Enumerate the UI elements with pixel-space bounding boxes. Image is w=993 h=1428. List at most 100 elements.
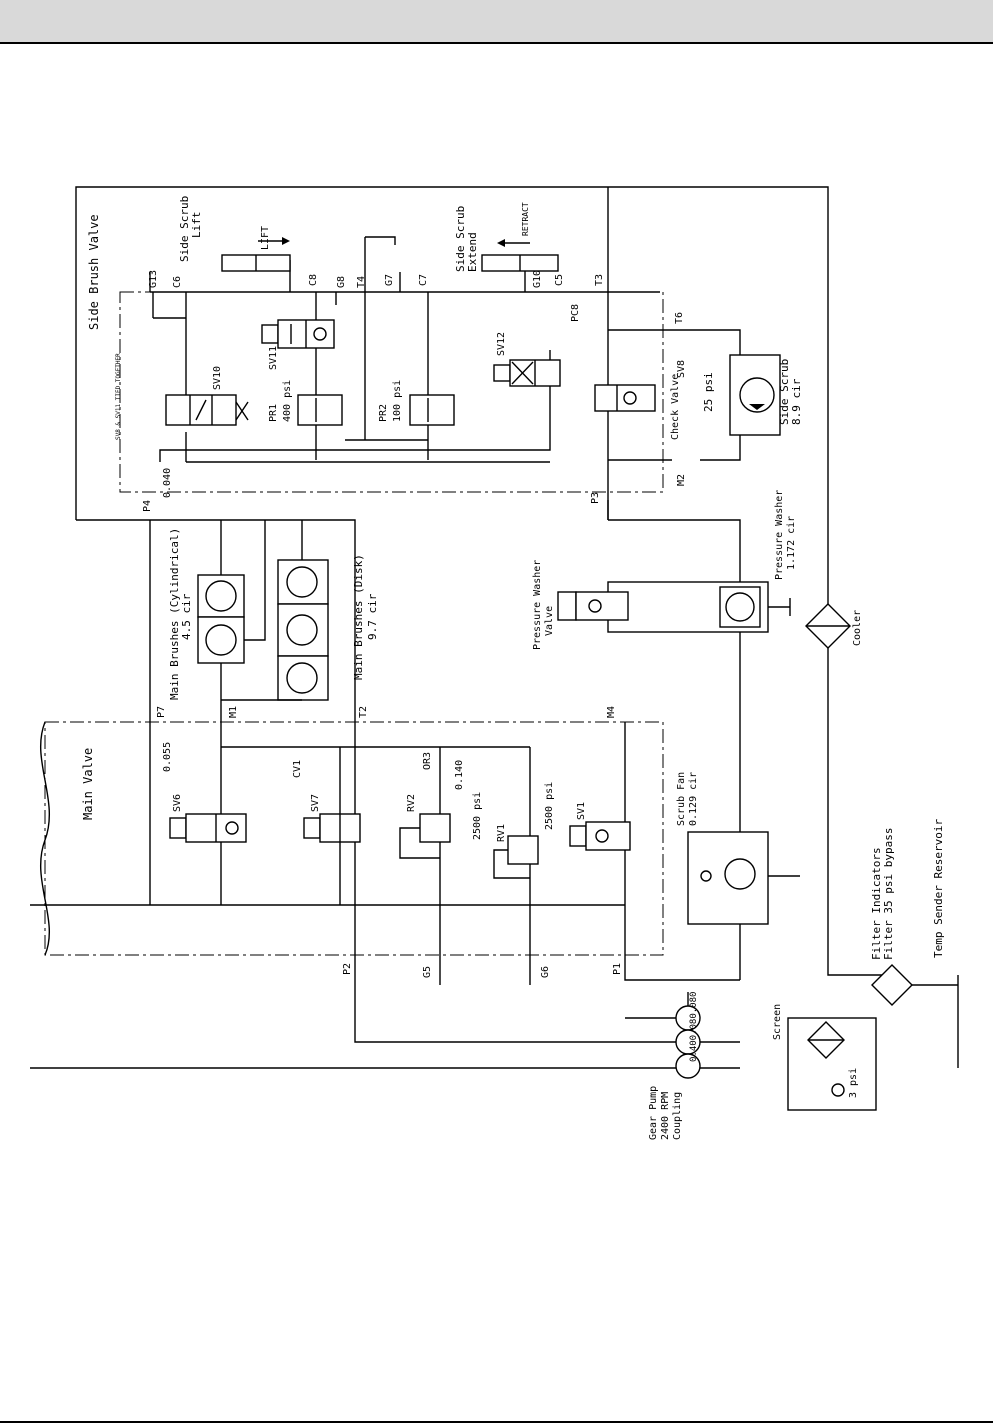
valve-sv11 <box>261 319 335 349</box>
label-main-brushes-cyl-1: Main Brushes (Cylindrical) <box>168 528 181 700</box>
label-filter-indicators-2: Filter 35 psi bypass <box>882 828 895 960</box>
label-pc8: PC8 <box>570 304 581 322</box>
label-m4: M4 <box>606 706 617 718</box>
label-rv1-name: RV1 <box>496 824 507 842</box>
label-main-brushes-cyl-2: 4.5 cir <box>180 593 193 640</box>
label-g5: G5 <box>422 966 433 978</box>
label-main-brushes-disk-1: Main Brushes (Disk) <box>352 554 365 680</box>
valve-rv2 <box>399 813 451 859</box>
valve-sv12 <box>493 359 561 387</box>
label-25psi: 25 psi <box>702 372 715 412</box>
label-p1: P1 <box>612 963 623 975</box>
main-valve-break <box>40 721 50 956</box>
label-side-brush-valve: Side Brush Valve <box>87 214 101 330</box>
label-p4: P4 <box>142 500 153 512</box>
label-rv2-psi: 2500 psi <box>472 792 483 840</box>
label-t2: T2 <box>358 706 369 718</box>
label-scrub-fan-1: Scrub Fan <box>676 772 687 826</box>
label-c5: C5 <box>554 274 565 286</box>
cooler <box>805 603 851 649</box>
side-scrub-extend-cylinder <box>481 239 559 272</box>
label-main-valve: Main Valve <box>81 748 95 820</box>
label-c8: C8 <box>308 274 319 286</box>
gear-pump <box>675 992 701 1079</box>
header-bar <box>0 0 993 44</box>
label-pressure-washer-valve-2: Valve <box>544 606 555 636</box>
label-c7: C7 <box>418 274 429 286</box>
label-3psi: 3 psi <box>848 1068 859 1098</box>
label-screen: Screen <box>772 1004 783 1040</box>
label-m2: M2 <box>676 474 687 486</box>
label-pr1-name: PR1 <box>268 404 279 422</box>
label-check-valve: Check Valve <box>670 374 681 440</box>
label-pressure-washer-2: 1.172 cir <box>786 516 797 570</box>
label-t3: T3 <box>594 274 605 286</box>
valve-sv6 <box>169 813 247 843</box>
valve-sv1 <box>569 821 631 851</box>
label-g8: G8 <box>336 276 347 288</box>
label-gear-pump-2: 2400 RPM <box>660 1092 671 1140</box>
label-side-scrub-lift-2: Lift <box>190 212 203 239</box>
label-pr2-psi: 100 psi <box>392 380 403 422</box>
diagram-labels: Side Brush Valve Side Scrub Lift LIFT Si… <box>81 196 945 1140</box>
label-sv1: SV1 <box>576 802 587 820</box>
scrub-fan-motor <box>687 831 800 925</box>
label-or3: OR3 <box>422 752 433 770</box>
label-gear-pump-1: Gear Pump <box>648 1086 659 1140</box>
footer-rule <box>0 1421 993 1423</box>
valve-sv8 <box>594 384 656 412</box>
label-t6: T6 <box>674 312 685 324</box>
label-main-brushes-disk-2: 9.7 cir <box>366 593 379 640</box>
main-brush-cylindrical-motors <box>197 520 266 905</box>
label-p3: P3 <box>590 492 601 504</box>
label-pressure-washer-1: Pressure Washer <box>774 490 785 580</box>
label-scrub-fan-2: 0.129 cir <box>688 772 699 826</box>
main-valve-piping <box>30 520 740 1069</box>
label-side-scrub-lift-1: Side Scrub <box>178 196 191 262</box>
label-temp-sender: Temp Sender Reservoir <box>932 819 945 958</box>
label-sv8: SV8 <box>676 360 687 378</box>
label-side-scrub-extend-2: Extend <box>466 232 479 272</box>
label-c6: C6 <box>172 276 183 288</box>
label-t4: T4 <box>356 276 367 288</box>
label-g10: G10 <box>532 270 543 288</box>
label-p7: P7 <box>156 706 167 718</box>
label-rv1-psi: 2500 psi <box>544 782 555 830</box>
main-brush-disk-motors <box>221 520 329 701</box>
label-m1: M1 <box>228 706 239 718</box>
label-pr1-psi: 400 psi <box>282 380 293 422</box>
pressure-washer-section <box>557 581 791 981</box>
label-d055: 0.055 <box>162 742 173 772</box>
label-side-scrub-motor-1: Side Scrub <box>778 359 791 425</box>
label-pressure-washer-valve-1: Pressure Washer <box>532 560 543 650</box>
label-sv6: SV6 <box>172 794 183 812</box>
valve-rv1 <box>493 835 539 879</box>
return-filter <box>871 964 959 1068</box>
label-g6: G6 <box>540 966 551 978</box>
label-gear-pump-3: Coupling <box>672 1092 683 1140</box>
label-g13: G13 <box>148 270 159 288</box>
label-lift: LIFT <box>260 226 271 250</box>
valve-sv7 <box>303 813 361 843</box>
side-scrub-lift-cylinder <box>221 237 291 272</box>
label-d040: 0.040 <box>162 468 173 498</box>
label-retract: RETRACT <box>521 202 530 236</box>
label-sv8-sv11-note: SV8 & SV11 TIED TOGETHER <box>115 353 122 440</box>
label-pump-displacement: 0.400.080.080 <box>689 992 699 1062</box>
label-sv10: SV10 <box>212 366 223 390</box>
label-pr2-name: PR2 <box>378 404 389 422</box>
label-d140: 0.140 <box>454 760 465 790</box>
valve-pr2 <box>409 394 455 426</box>
side-brush-valve-boundary <box>119 291 664 493</box>
label-rv2-name: RV2 <box>406 794 417 812</box>
label-sv12: SV12 <box>496 332 507 356</box>
label-g7: G7 <box>384 274 395 286</box>
label-side-scrub-extend-1: Side Scrub <box>454 206 467 272</box>
label-sv7: SV7 <box>310 794 321 812</box>
label-cv1: CV1 <box>292 760 303 778</box>
valve-pr1 <box>297 394 343 426</box>
motor-side-scrub <box>729 354 781 436</box>
label-sv11: SV11 <box>268 346 279 370</box>
screen-filter <box>787 1017 877 1111</box>
